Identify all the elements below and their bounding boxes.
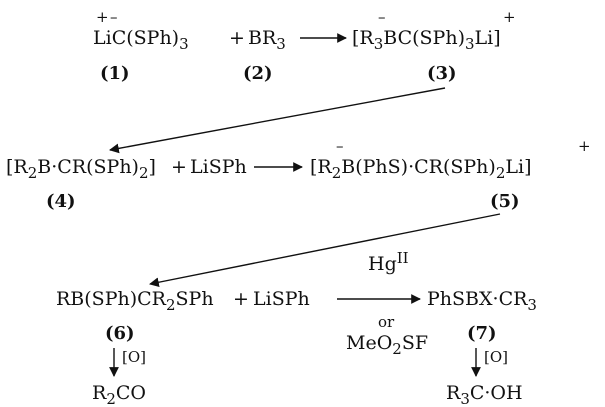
alcohol-product: R3C·OH [446,382,523,407]
condition-or: or [378,313,395,331]
plus-sign-3: + [233,288,249,310]
oxidant-label-6: [O] [122,348,146,366]
compound-label-4: (4) [46,191,76,212]
li-plus-charge: + [96,8,109,26]
compound-label-1: (1) [100,63,130,84]
b-minus-charge-5: – [336,137,344,155]
compound-7-formula: PhSBX·CR3 [427,288,537,314]
ketone-product: R2CO [92,382,146,407]
compound-label-2: (2) [243,63,273,84]
oxidant-label-7: [O] [484,348,508,366]
reactant-1-formula: LiC(SPh)3 [93,27,189,53]
compound-label-5: (5) [490,191,520,212]
condition-meo2sf: MeO2SF [346,332,428,358]
reagent-lisph-2: LiSPh [190,156,247,178]
intermediate-5-formula: [R2B(PhS)·CR(SPh)2Li] [310,156,532,182]
compound-label-6: (6) [105,323,135,344]
compound-label-7: (7) [467,323,497,344]
condition-hg-ii: HgII [368,249,409,275]
reagent-lisph-3: LiSPh [253,288,310,310]
compound-6-formula: RB(SPh)CR2SPh [56,288,214,314]
plus-sign-1: + [229,27,245,49]
connector-arrow-3-to-4 [109,87,446,154]
compound-label-3: (3) [427,63,457,84]
li-plus-charge-3: + [503,8,516,26]
reactant-2-formula: BR3 [248,27,286,53]
product-3-formula: [R3BC(SPh)3Li] [352,27,501,53]
connector-arrow-5-to-6 [149,213,501,288]
intermediate-4-formula: [R2B·CR(SPh)2] [6,156,156,182]
li-plus-charge-5: + [578,137,591,155]
b-minus-charge: – [378,8,386,26]
c-minus-charge: – [110,8,118,26]
plus-sign-2: + [171,156,187,178]
